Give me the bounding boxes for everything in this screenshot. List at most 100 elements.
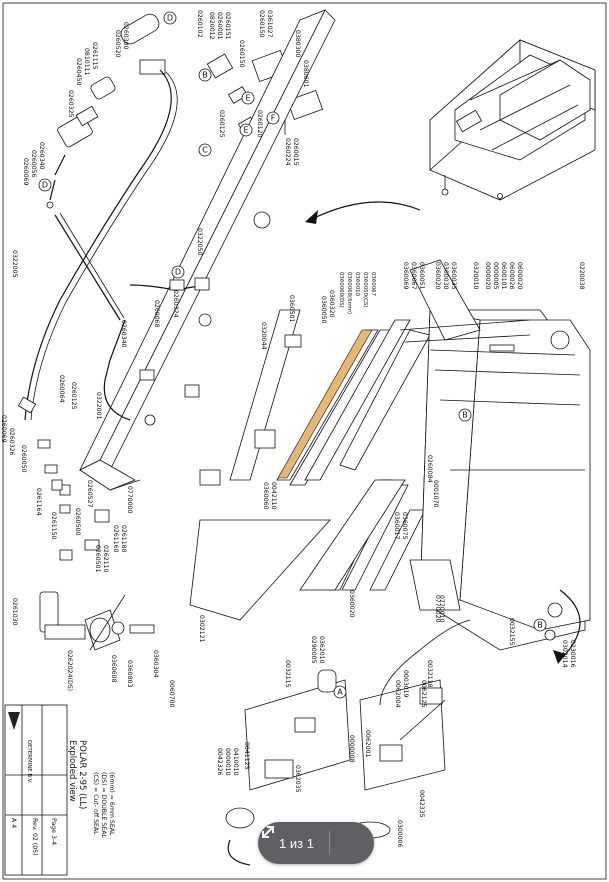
- part-label: 0262110: [102, 545, 109, 573]
- part-label: 0260340: [120, 320, 127, 348]
- part-label: 0261030: [11, 598, 18, 626]
- part-label: 0360051: [418, 262, 425, 290]
- company-name: DETERMINE B.V.: [26, 740, 32, 784]
- part-label: 0001070: [432, 480, 439, 508]
- part-label: 0260068: [153, 300, 160, 328]
- part-label: 0260450: [75, 58, 82, 86]
- part-label: 0380300: [294, 30, 301, 58]
- part-label: 0260001: [216, 12, 223, 40]
- part-label: 0770010: [438, 595, 445, 623]
- part-label: 0260324: [172, 290, 179, 318]
- expand-arrows-icon: [262, 826, 274, 838]
- part-label: 0260151: [224, 12, 231, 40]
- part-label: 0032115: [284, 660, 291, 688]
- legend-line: (6mm) = 6mm SEAL: [108, 772, 115, 836]
- callout-b-3: B: [533, 618, 547, 632]
- part-label: 0042110: [270, 482, 277, 510]
- part-label: 0260125: [218, 110, 225, 138]
- part-label: 0062125: [420, 680, 427, 708]
- part-label: 0260300: [122, 22, 129, 50]
- part-label: 0261150: [50, 512, 57, 540]
- callout-c: C: [198, 143, 212, 157]
- part-label: 0260527: [86, 480, 93, 508]
- part-label: 0360608: [110, 655, 117, 683]
- part-label: 0261180: [120, 525, 127, 553]
- svg-text:E: E: [243, 126, 248, 135]
- part-label: 0060700: [168, 680, 175, 708]
- part-label: 0770000: [126, 486, 133, 514]
- part-label: 0042326: [216, 748, 223, 776]
- part-label: 0261160: [112, 525, 119, 553]
- part-label: 0260500: [74, 508, 81, 536]
- callout-d-3: D: [171, 265, 185, 279]
- part-label: 0032118: [426, 660, 433, 688]
- part-label: 0260056: [30, 150, 37, 178]
- fittings-lower-left: [51, 479, 100, 561]
- door-mechanism-lower-right: [225, 619, 471, 866]
- part-label: 0290005: [310, 636, 317, 664]
- part-label: 0300006: [396, 820, 403, 848]
- part-label: 0360304: [152, 650, 159, 678]
- svg-text:B: B: [537, 621, 543, 630]
- part-label: 0360060(DS): [338, 272, 344, 308]
- part-label: 0360035: [450, 262, 457, 290]
- cut-off-seal-strip: [277, 329, 373, 479]
- part-label: 0360020: [348, 590, 355, 618]
- part-label: 0260084: [426, 455, 433, 483]
- svg-text:E: E: [245, 94, 250, 103]
- company-logo: [8, 712, 20, 730]
- cylinder-parts-bottom: [39, 591, 155, 651]
- part-label: 0600026: [508, 262, 515, 290]
- fullscreen-button[interactable]: [262, 822, 374, 864]
- part-label: 0260340: [38, 142, 45, 170]
- part-label: 0820012: [208, 12, 215, 40]
- part-label: 0302121: [198, 615, 205, 643]
- fittings-middle: [17, 277, 210, 523]
- part-label: 0000020: [484, 262, 491, 290]
- part-label: 0260520: [114, 30, 121, 58]
- part-label: 0262024(DS): [66, 650, 73, 691]
- part-label: 0322005: [11, 250, 18, 278]
- part-label: 0260064: [58, 375, 65, 403]
- part-label: 0260150: [258, 10, 265, 38]
- part-label: 0302014: [561, 640, 568, 668]
- svg-text:D: D: [167, 14, 173, 23]
- part-label: 0600101: [500, 262, 507, 290]
- lid-plate: [189, 479, 461, 621]
- part-number-labels: 0260300 0260520 0261115 0810111 0260450 …: [0, 10, 585, 848]
- main-frame-channel: [79, 9, 336, 491]
- part-label: 0260125: [70, 382, 77, 410]
- part-label: 0360320: [328, 290, 335, 318]
- part-label: 0362010: [318, 636, 325, 664]
- part-label: 0322001: [95, 392, 102, 420]
- part-label: 0360803: [126, 660, 133, 688]
- part-label: 0360069: [402, 262, 409, 290]
- part-label: 0062001: [364, 730, 371, 758]
- part-label: 0260224: [284, 138, 291, 166]
- valve-assembly-top-left: [24, 13, 178, 421]
- page-number: Page 3-4: [50, 818, 57, 845]
- part-label: 0360060: [262, 482, 269, 510]
- callout-f: F: [266, 111, 280, 125]
- part-label: 0000010: [224, 748, 231, 776]
- callout-b: B: [198, 68, 212, 82]
- part-label: 0220038: [578, 262, 585, 290]
- title-block: DETERMINE B.V. A 4 Rev. 02 (05) Page 3-4: [4, 704, 68, 876]
- svg-text:B: B: [462, 411, 468, 420]
- svg-text:C: C: [202, 146, 208, 155]
- part-label: 0003019: [402, 670, 409, 698]
- svg-text:B: B: [202, 71, 208, 80]
- part-label: 0260150: [238, 40, 245, 68]
- part-label: 0360030: [442, 262, 449, 290]
- svg-text:F: F: [271, 114, 276, 123]
- part-label: 0000008: [348, 735, 355, 763]
- part-label: 0360067: [410, 262, 417, 290]
- part-label: 0360501: [288, 295, 295, 323]
- assembled-machine-drawing: [305, 39, 596, 224]
- page-indicator-pill: 1 из 1: [258, 822, 374, 864]
- revision: Rev. 02 (05): [31, 818, 38, 855]
- part-label: 0261164: [35, 488, 42, 516]
- part-label: 0320010: [472, 262, 479, 290]
